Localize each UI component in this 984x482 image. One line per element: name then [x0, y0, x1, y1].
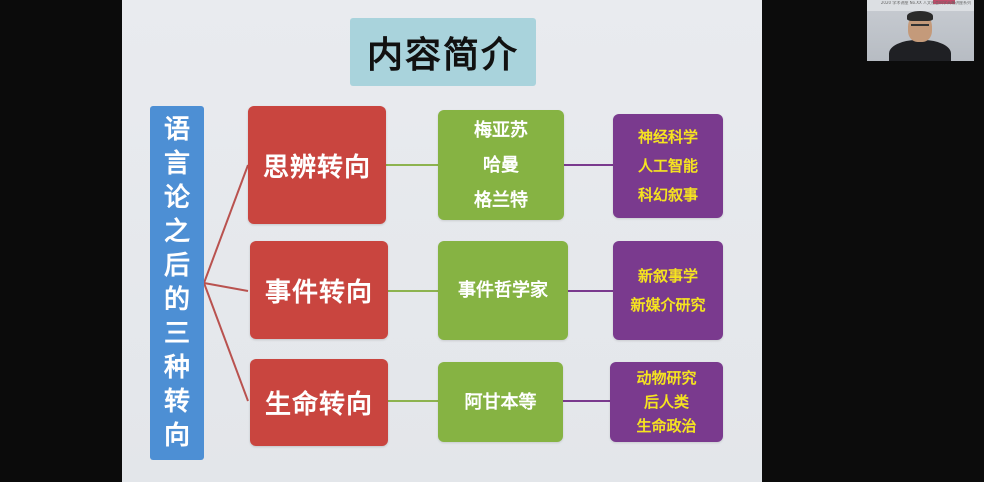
turn-box-event: 事件转向	[250, 241, 388, 339]
people-item: 阿甘本等	[464, 391, 537, 413]
field-item: 人工智能	[637, 156, 698, 175]
field-item: 新媒介研究	[630, 295, 706, 314]
vertical-title-char: 三	[163, 319, 190, 349]
people-item: 格兰特	[474, 189, 528, 211]
turn-box-speculative: 思辨转向	[248, 106, 386, 224]
field-item: 科幻叙事	[637, 185, 698, 204]
people-box-event: 事件哲学家	[438, 241, 568, 340]
people-item: 事件哲学家	[458, 280, 548, 301]
speaker-glasses	[911, 24, 929, 30]
vertical-title-char: 论	[163, 183, 190, 213]
vertical-title-char: 后	[163, 251, 190, 281]
webcam-badge	[933, 0, 955, 4]
webcam-caption-bar	[867, 0, 974, 11]
people-item: 哈曼	[483, 154, 519, 176]
field-item: 生命政治	[636, 417, 697, 435]
speaker-body	[889, 40, 951, 61]
vertical-title-char: 之	[163, 217, 190, 247]
vertical-title-char: 的	[163, 285, 190, 315]
vertical-title-box: 语 言 论 之 后 的 三 种 转 向	[150, 106, 204, 460]
field-box-event: 新叙事学 新媒介研究	[613, 241, 723, 340]
webcam-caption: 2020 学术讲座 No.XX 人文社会科学高端讲座系列	[880, 1, 971, 5]
connector-vert-to-row1	[203, 164, 249, 284]
field-item: 动物研究	[636, 369, 697, 387]
slide-title: 内容简介	[350, 18, 536, 86]
people-box-speculative: 梅亚苏 哈曼 格兰特	[438, 110, 564, 220]
left-black-margin	[0, 0, 122, 482]
presentation-slide: 内容简介 语 言 论 之 后 的 三 种 转 向 思辨转向 梅亚苏 哈曼 格兰特…	[122, 0, 762, 482]
right-black-margin	[762, 0, 984, 482]
vertical-title-char: 语	[163, 115, 190, 145]
field-item: 神经科学	[637, 127, 698, 146]
speaker-hair	[907, 11, 933, 21]
people-box-life: 阿甘本等	[438, 362, 563, 442]
people-item: 梅亚苏	[474, 119, 528, 141]
vertical-title-char: 言	[163, 149, 190, 179]
connector-lines	[203, 164, 613, 402]
field-item: 后人类	[643, 393, 689, 411]
turn-box-life: 生命转向	[250, 359, 388, 446]
field-box-speculative: 神经科学 人工智能 科幻叙事	[613, 114, 723, 218]
vertical-title-char: 种	[163, 353, 190, 383]
vertical-title-char: 转	[163, 387, 190, 417]
connector-vert-to-row2	[203, 282, 249, 292]
field-box-life: 动物研究 后人类 生命政治	[610, 362, 723, 442]
field-item: 新叙事学	[637, 266, 698, 285]
connector-vert-to-row3	[203, 282, 249, 402]
vertical-title-char: 向	[163, 421, 190, 451]
speaker-webcam-thumbnail[interactable]: 2020 学术讲座 No.XX 人文社会科学高端讲座系列	[867, 0, 974, 61]
